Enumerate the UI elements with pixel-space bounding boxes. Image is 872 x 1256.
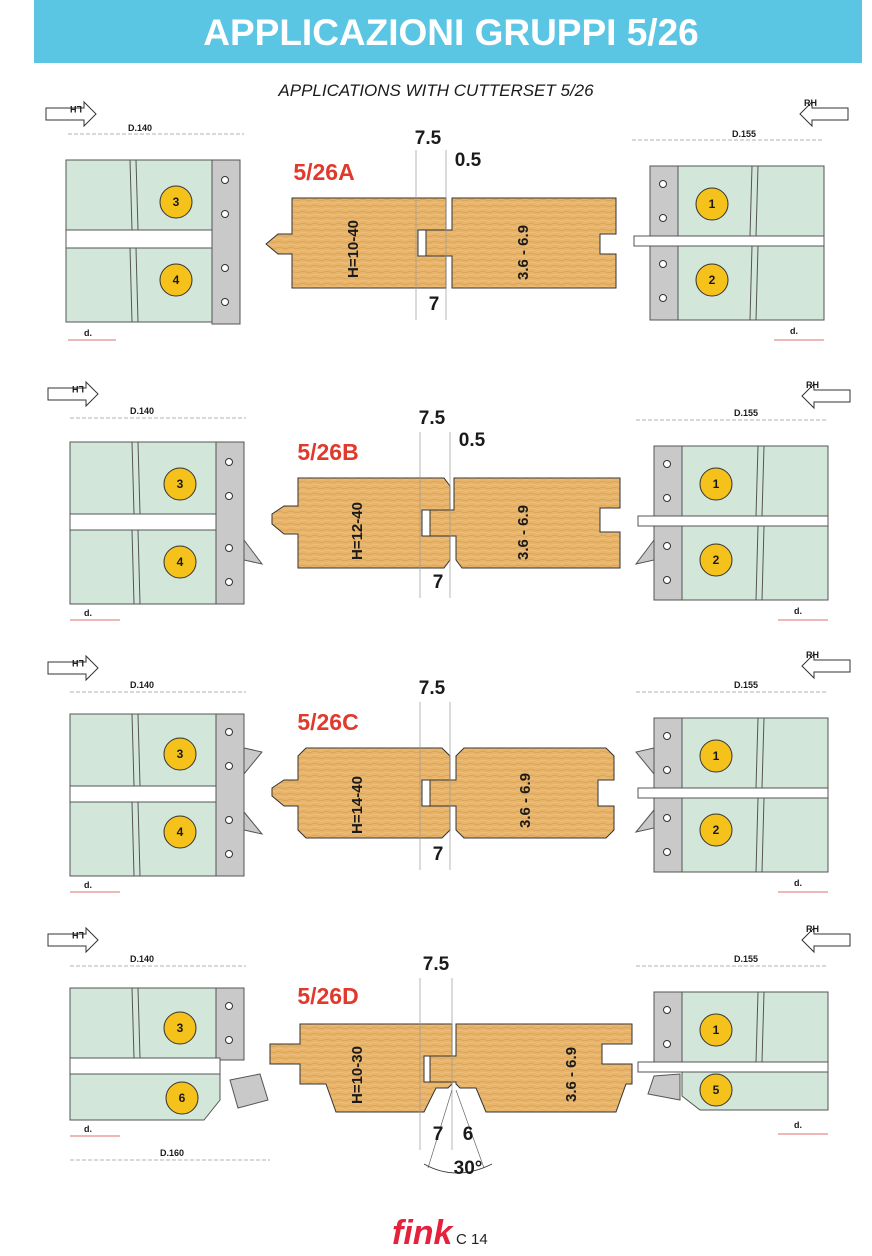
d-label: d. [794,1120,802,1130]
cutter-number: 3 [177,477,184,491]
d-label: d. [84,880,92,890]
svg-text:LH: LH [70,104,82,114]
cutter-number: 1 [713,1023,720,1037]
height-range: H=12-40 [349,502,366,560]
lh-arrow-icon: LH [45,100,97,128]
left-diameter: D.140 [130,406,154,416]
profile-code: 5/26C [297,709,358,735]
cutter-number: 3 [177,747,184,761]
dim-top: 7.5 [415,128,442,149]
d-label: d. [84,608,92,618]
panel-5-26b: LH D.140 3 4 d. [47,380,851,621]
header-band [34,0,862,63]
cutter-number: 3 [177,1021,184,1035]
svg-text:LH: LH [72,658,84,668]
profile-code: 5/26B [297,439,358,465]
dim-small: 0.5 [459,430,486,451]
board-profile [265,150,617,320]
left-diameter-lower: D.160 [160,1148,184,1158]
cutter-number: 1 [709,197,716,211]
cutter-number: 4 [173,273,180,287]
dim-top: 7.5 [423,954,450,975]
cutter-number: 2 [713,823,720,837]
svg-text:RH: RH [806,650,819,660]
profile-code: 5/26D [297,983,358,1009]
dim-bottom: 7 [433,844,444,865]
cutter-number: 2 [713,553,720,567]
right-cutter [634,445,829,601]
panel-5-26a: LH D.140 3 4 d. [45,98,849,341]
left-cutter [69,441,264,605]
rh-arrow-icon: RH [801,380,851,410]
brand-logo: fink [392,1214,455,1252]
tongue-range: 3.6 - 6.9 [517,773,534,828]
svg-text:RH: RH [806,924,819,934]
rh-arrow-icon: RH [801,650,851,680]
cutter-number: 3 [173,195,180,209]
cutter-number: 2 [709,273,716,287]
cutter-number: 1 [713,749,720,763]
lh-arrow-icon: LH [47,380,99,408]
lh-arrow-icon: LH [47,926,99,954]
cutter-number: 5 [713,1083,720,1097]
right-cutter [634,717,829,873]
cutter-number: 4 [177,825,184,839]
left-diameter: D.140 [130,954,154,964]
panel-5-26c: LH D.140 3 4 d. [47,650,851,893]
profile-code: 5/26A [293,159,354,185]
cutter-number: 6 [179,1091,186,1105]
dim-top: 7.5 [419,678,446,699]
height-range: H=10-30 [349,1046,366,1104]
right-diameter: D.155 [732,129,756,139]
right-diameter: D.155 [734,408,758,418]
left-cutter [69,987,269,1121]
cutter-number: 4 [177,555,184,569]
dim-bottom: 7 [433,572,444,593]
svg-text:LH: LH [72,384,84,394]
dim-top: 7.5 [419,408,446,429]
right-diameter: D.155 [734,680,758,690]
header-subtitle: APPLICATIONS WITH CUTTERSET 5/26 [277,81,594,100]
d-label: d. [794,878,802,888]
left-diameter: D.140 [130,680,154,690]
left-diameter: D.140 [128,123,152,133]
d-label: d. [794,606,802,616]
d-label: d. [84,1124,92,1134]
left-cutter [65,159,241,325]
angle-label: 30° [454,1158,483,1179]
lh-arrow-icon: LH [47,654,99,682]
dim-bottom-2: 6 [463,1124,474,1145]
dim-bottom: 7 [429,294,440,315]
height-range: H=10-40 [345,220,362,278]
tongue-range: 3.6 - 6.9 [515,225,532,280]
dim-small: 0.5 [455,150,482,171]
rh-arrow-icon: RH [801,924,851,954]
tongue-range: 3.6 - 6.9 [563,1047,580,1102]
d-label: d. [790,326,798,336]
svg-text:RH: RH [804,98,817,108]
board-profile [269,978,633,1174]
right-cutter [637,991,829,1111]
header-title: APPLICAZIONI GRUPPI 5/26 [203,12,699,53]
height-range: H=14-40 [349,776,366,834]
left-cutter [69,713,264,877]
cutter-number: 1 [713,477,720,491]
svg-text:LH: LH [72,930,84,940]
page-number: C 14 [456,1231,488,1248]
board-profile [271,432,621,598]
panel-5-26d: LH D.140 3 6 d. D.160 [47,924,851,1179]
rh-arrow-icon: RH [799,98,849,128]
board-profile [271,702,615,870]
right-diameter: D.155 [734,954,758,964]
dim-bottom: 7 [433,1124,444,1145]
right-cutter [633,165,825,321]
tongue-range: 3.6 - 6.9 [515,505,532,560]
d-label: d. [84,328,92,338]
svg-text:RH: RH [806,380,819,390]
